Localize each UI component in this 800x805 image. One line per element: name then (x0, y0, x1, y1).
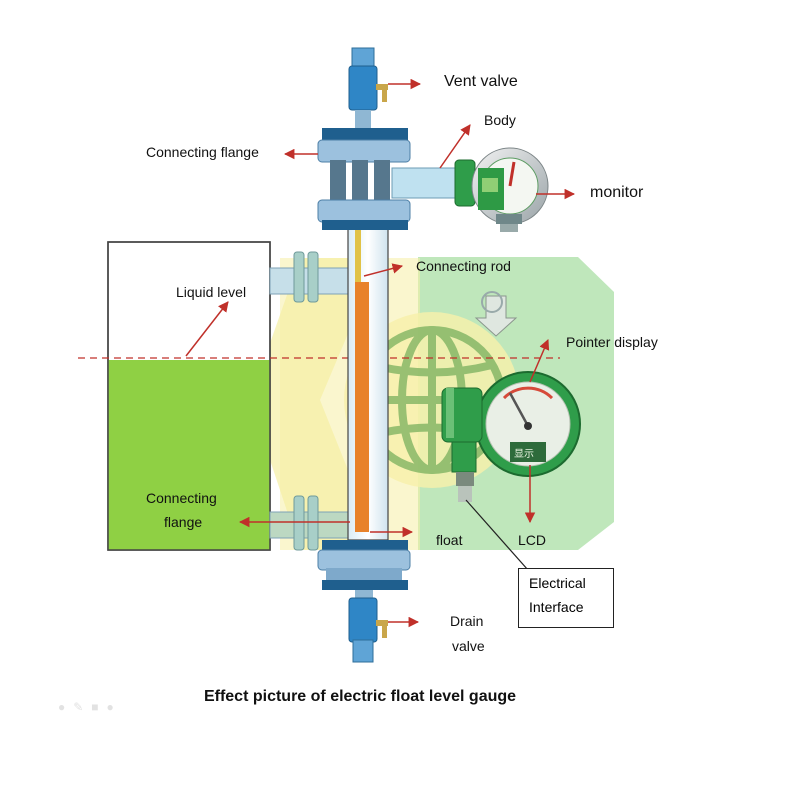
top-flange-assembly (317, 47, 411, 230)
figure-caption: Effect picture of electric float level g… (203, 688, 517, 705)
faint-toolbar-icons: ●✎■● (58, 700, 122, 714)
pointer-display-unit (441, 291, 581, 502)
label-body: Body (484, 112, 516, 128)
label-monitor: monitor (590, 184, 644, 201)
label-drain-valve-2: valve (452, 638, 485, 654)
annotation-arrows (185, 78, 576, 628)
lcd-screen (510, 442, 546, 462)
bottom-flange-assembly (317, 540, 411, 663)
label-vent-valve: Vent valve (444, 73, 518, 90)
label-pointer-display: Pointer display (566, 334, 658, 350)
electrical-interface-leader (465, 499, 529, 571)
monitor-arm (391, 159, 476, 207)
label-electrical-interface-2: Interface (529, 599, 584, 615)
label-display-text: 显示 (514, 449, 534, 460)
upper-side-connection (269, 251, 351, 303)
float-rod (355, 282, 369, 532)
label-connecting-flange-bottom-2: flange (164, 514, 203, 530)
label-connecting-flange-top: Connecting flange (146, 144, 259, 160)
monitor-gauge (471, 147, 549, 232)
label-electrical-interface-box: Electrical Interface (518, 568, 614, 628)
label-connecting-rod: Connecting rod (416, 258, 511, 274)
label-connecting-flange-bottom-1: Connecting (146, 490, 217, 506)
label-electrical-interface-1: Electrical (529, 575, 586, 591)
label-liquid-level: Liquid level (176, 284, 247, 300)
label-drain-valve-1: Drain (450, 613, 484, 629)
label-float: float (436, 532, 463, 548)
measuring-tube (347, 219, 389, 541)
label-lcd: LCD (518, 532, 547, 548)
